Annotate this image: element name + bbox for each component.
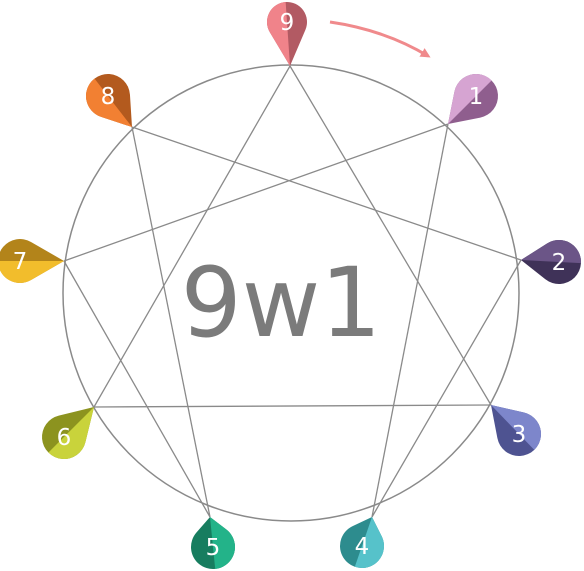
connector-line-9-3 — [289, 65, 492, 406]
connector-line-8-5 — [131, 126, 211, 518]
point-3-highlight — [491, 405, 542, 450]
point-3-marker: 3 — [491, 405, 542, 457]
connector-line-7-1 — [63, 123, 449, 262]
connector-line-6-9 — [93, 65, 291, 408]
connector-line-1-4 — [371, 123, 449, 518]
point-8-marker: 8 — [86, 73, 132, 127]
connector-line-3-6 — [93, 404, 492, 408]
point-7-label: 7 — [13, 249, 28, 275]
point-4-marker: 4 — [339, 517, 384, 569]
point-3-label: 3 — [512, 422, 527, 448]
point-6-highlight — [48, 407, 94, 459]
point-9-marker: 9 — [267, 1, 307, 67]
enneagram-circle — [62, 64, 520, 522]
point-9-highlight — [267, 2, 290, 67]
point-6-label: 6 — [57, 425, 72, 451]
point-5-label: 5 — [206, 535, 221, 561]
enneagram-lines — [63, 65, 522, 518]
point-2-highlight — [521, 240, 581, 264]
wing-arrow — [329, 20, 431, 58]
point-8-highlight — [86, 78, 132, 127]
point-1-label: 1 — [469, 84, 484, 110]
point-6-marker: 6 — [41, 407, 94, 460]
connector-line-2-8 — [131, 126, 522, 261]
point-9-label: 9 — [280, 10, 295, 36]
point-4-highlight — [354, 517, 384, 568]
connector-line-5-7 — [63, 260, 211, 518]
point-1-highlight — [448, 74, 492, 124]
point-7-marker: 7 — [0, 239, 64, 284]
point-5-marker: 5 — [191, 517, 236, 569]
point-7-highlight — [0, 261, 64, 284]
point-8-label: 8 — [101, 84, 116, 110]
connector-line-4-2 — [371, 259, 522, 518]
point-1-marker: 1 — [448, 73, 499, 124]
point-2-marker: 2 — [521, 240, 581, 284]
center-label: 9w1 — [181, 247, 382, 359]
point-4-label: 4 — [355, 534, 370, 560]
point-2-label: 2 — [552, 250, 567, 276]
point-5-highlight — [210, 517, 236, 569]
